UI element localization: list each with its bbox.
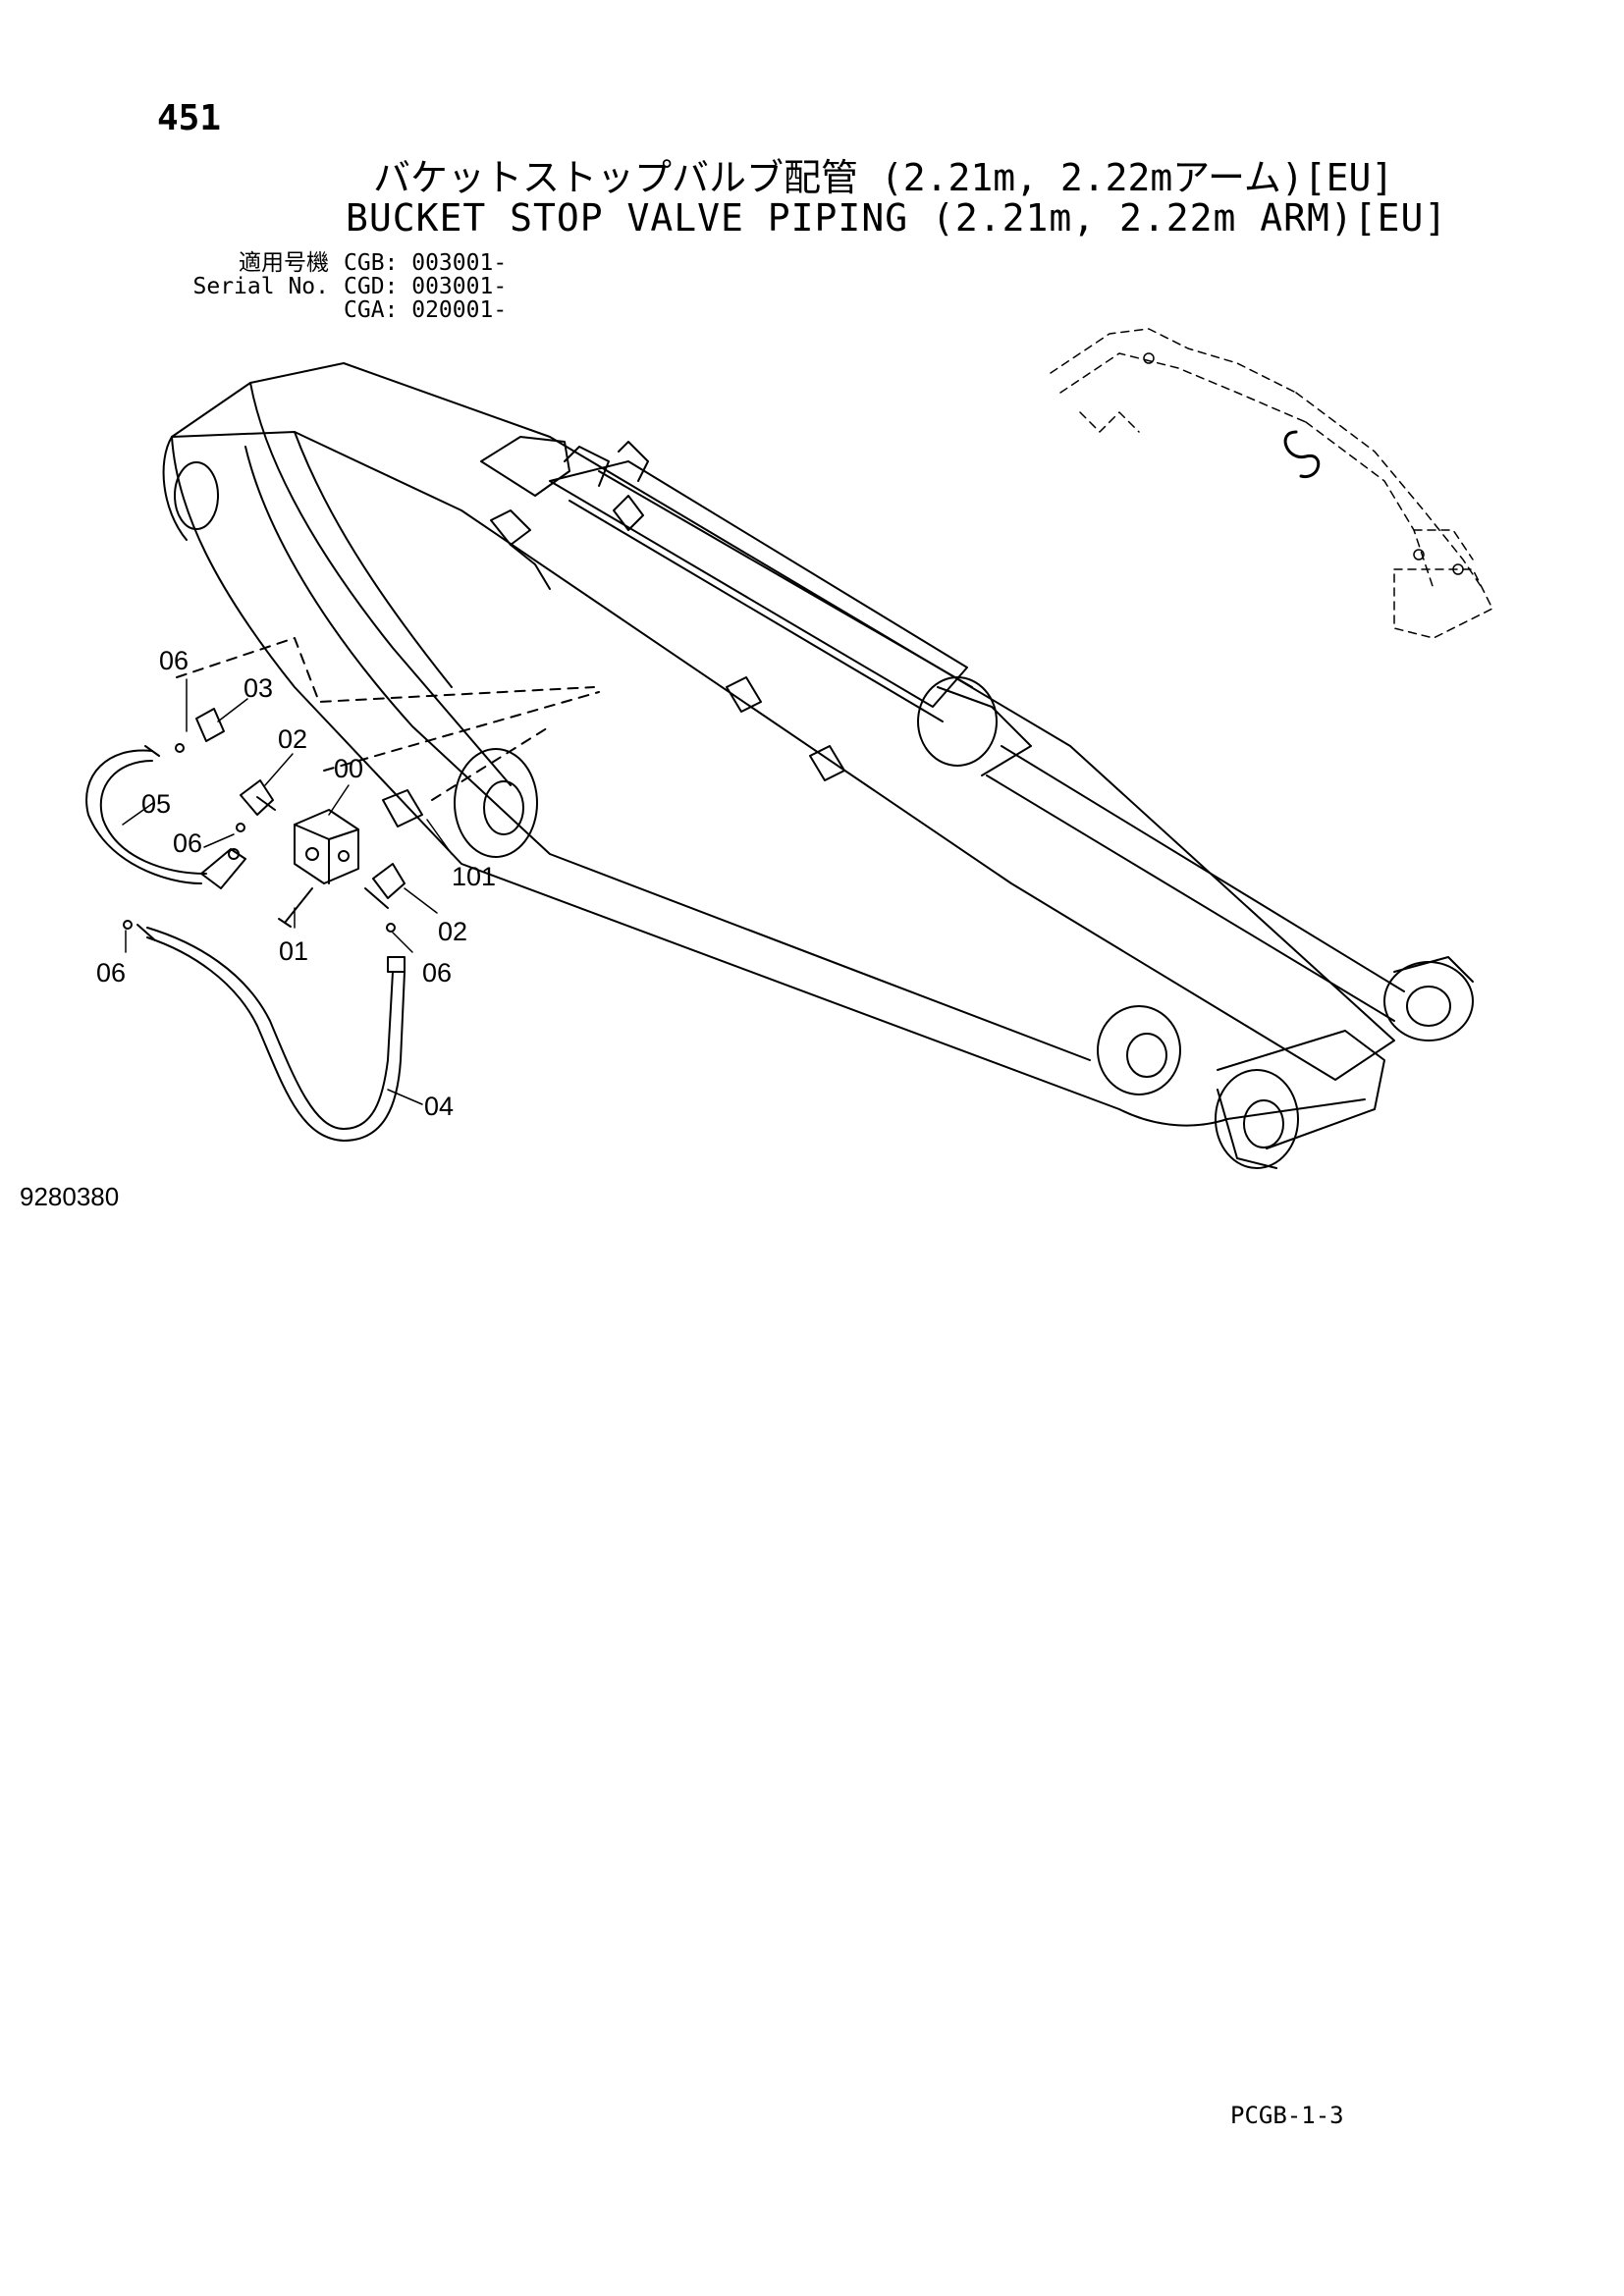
serial-code: CGA: 020001- [344,297,508,323]
drawing-number: 9280380 [20,1182,120,1211]
arm-body [162,362,1395,1127]
serial-code: CGD: 003001- [344,274,508,299]
page-number: 451 [157,98,222,138]
title-english: BUCKET STOP VALVE PIPING (2.21m, 2.22m A… [346,196,1448,240]
callout-leaders [122,678,453,1105]
inset-overview [1050,328,1493,639]
callout-02: 02 [438,917,467,946]
serial-label-japanese: 適用号機 [239,250,329,276]
callout-04: 04 [424,1092,454,1121]
callout-06: 06 [422,958,452,988]
sheet-code: PCGB-1-3 [1230,2102,1344,2129]
arm-foot [1097,1005,1385,1169]
callout-101: 101 [452,862,496,891]
callout-01: 01 [279,936,308,966]
callout-06: 06 [96,958,126,988]
title-japanese: バケットストップバルブ配管 (2.21m, 2.22mアーム)[EU] [373,156,1394,199]
callout-05: 05 [141,789,171,819]
callout-06: 06 [159,646,189,675]
callout-02: 02 [278,724,307,754]
valve-assembly [85,708,423,1142]
serial-label-english: Serial No. [192,274,329,299]
inset-highlight [1283,430,1321,478]
callout-03: 03 [244,673,273,703]
callout-00: 00 [334,754,363,783]
callout-06: 06 [173,828,202,858]
serial-code: CGB: 003001- [344,250,508,276]
bucket-cylinder [549,460,1474,1041]
